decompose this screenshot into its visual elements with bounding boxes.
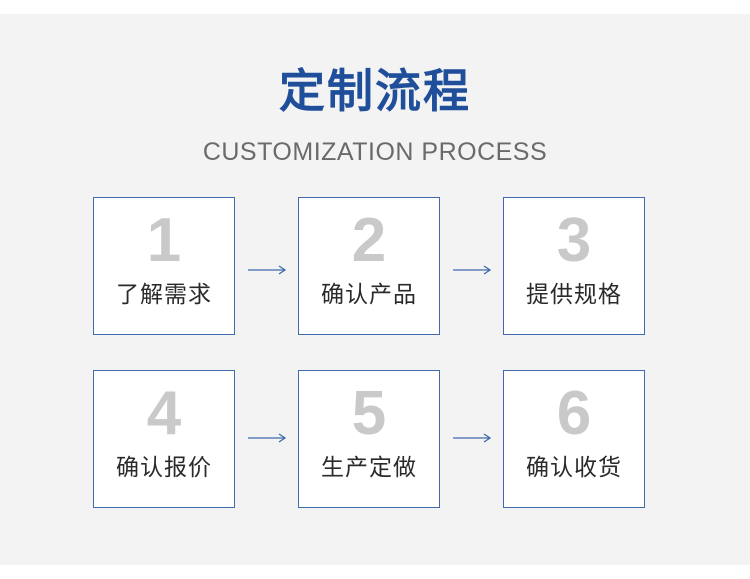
step-label: 提供规格 [526,282,622,308]
step-card-3: 3 提供规格 [503,197,645,335]
process-panel: 定制流程 CUSTOMIZATION PROCESS 1 了解需求 2 确认产品… [0,14,750,565]
step-number: 2 [351,206,387,275]
step-label: 确认报价 [116,455,212,481]
step-number: 6 [556,379,592,448]
step-card-1: 1 了解需求 [93,197,235,335]
step-label: 确认收货 [526,455,622,481]
step-card-2: 2 确认产品 [298,197,440,335]
arrow-right-icon [453,264,493,276]
step-number: 4 [146,379,182,448]
step-number: 1 [146,206,182,275]
step-number: 3 [556,206,592,275]
page-subtitle: CUSTOMIZATION PROCESS [202,138,548,166]
step-number: 5 [351,379,387,448]
step-label: 确认产品 [321,282,417,308]
arrow-right-icon [453,432,493,444]
step-label: 生产定做 [321,455,417,481]
step-label: 了解需求 [116,282,212,308]
arrow-right-icon [248,432,288,444]
step-card-5: 5 生产定做 [298,370,440,508]
page-title: 定制流程 [279,64,471,118]
arrow-right-icon [248,264,288,276]
step-card-6: 6 确认收货 [503,370,645,508]
step-card-4: 4 确认报价 [93,370,235,508]
